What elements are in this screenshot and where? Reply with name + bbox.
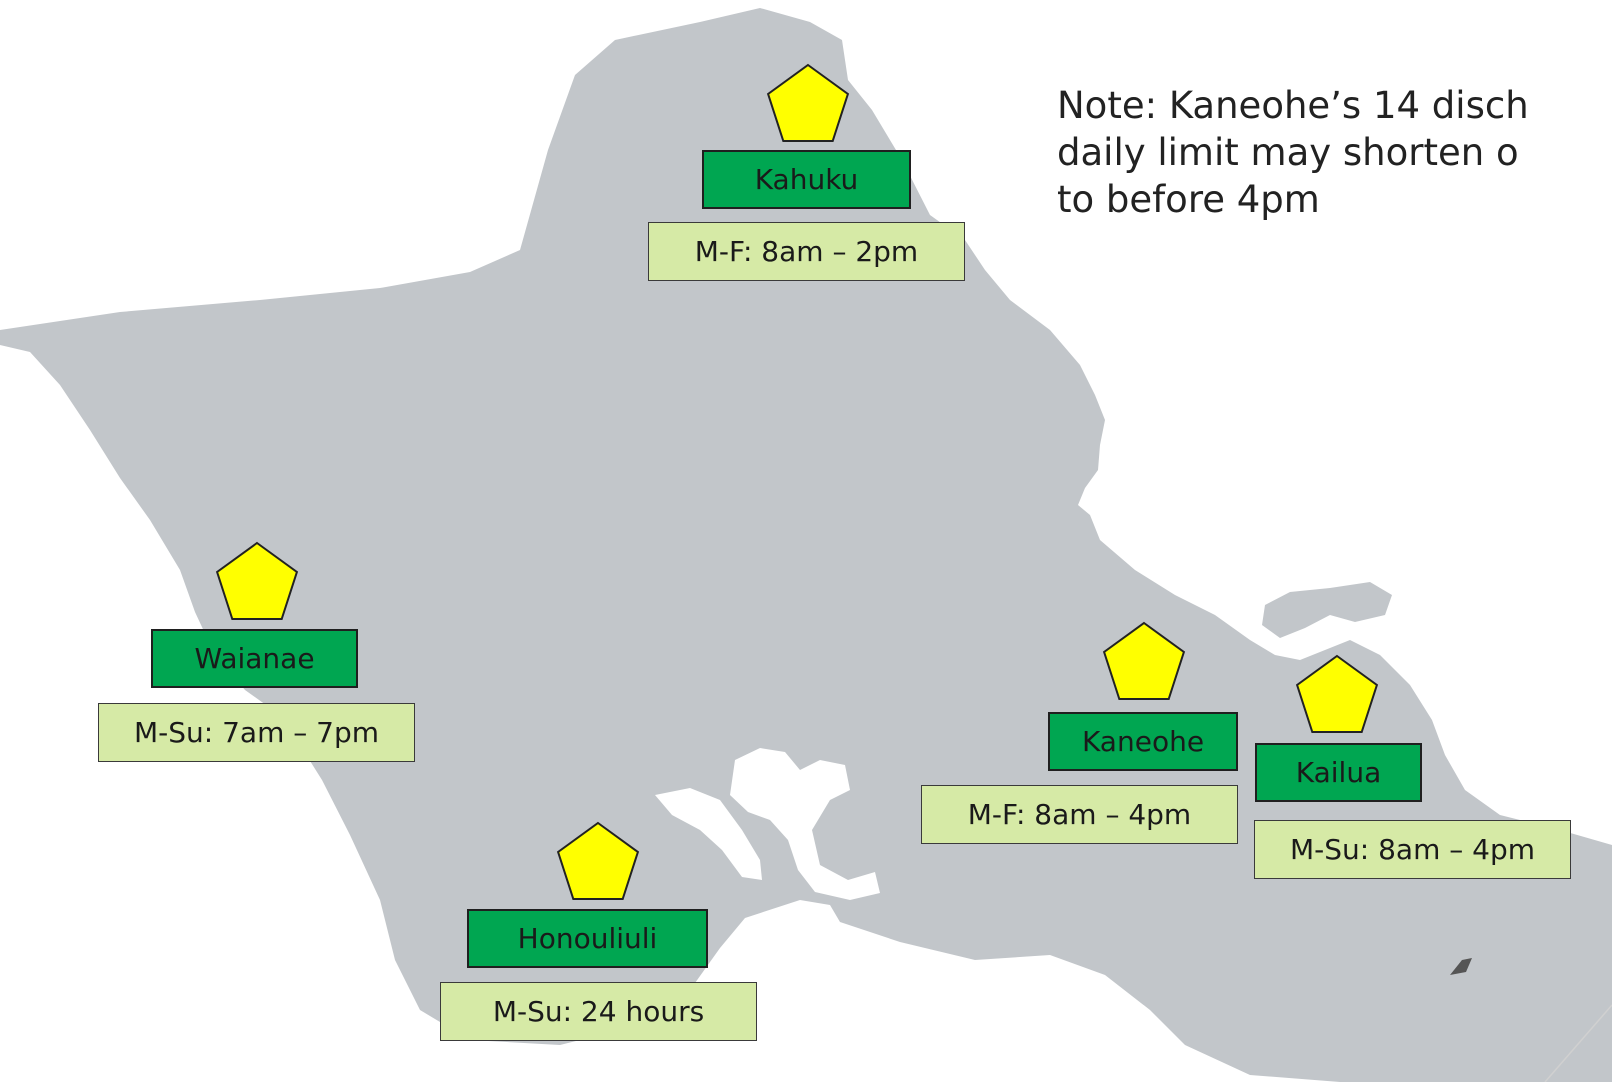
pearl-harbor-inlets xyxy=(655,748,880,900)
pentagon-marker-icon xyxy=(215,541,299,620)
site-label-kaneohe: Kaneohe xyxy=(1048,712,1238,771)
site-label-honouliuli: Honouliuli xyxy=(467,909,708,968)
mokapu-peninsula xyxy=(1262,582,1392,638)
hours-label-kaneohe: M-F: 8am – 4pm xyxy=(921,785,1238,844)
hours-label-kailua: M-Su: 8am – 4pm xyxy=(1254,820,1571,879)
hours-label-honouliuli: M-Su: 24 hours xyxy=(440,982,757,1041)
pentagon-marker-icon xyxy=(1295,654,1379,733)
site-label-kailua: Kailua xyxy=(1255,743,1422,802)
map-edge-line xyxy=(1544,1004,1612,1082)
note-text: Note: Kaneohe’s 14 disch daily limit may… xyxy=(1057,84,1529,221)
site-label-kahuku: Kahuku xyxy=(702,150,911,209)
hours-label-waianae: M-Su: 7am – 7pm xyxy=(98,703,415,762)
hours-label-kahuku: M-F: 8am – 2pm xyxy=(648,222,965,281)
coastal-islet xyxy=(1450,958,1472,975)
pentagon-marker-icon xyxy=(1102,621,1186,700)
pentagon-marker-icon xyxy=(766,63,850,142)
site-label-waianae: Waianae xyxy=(151,629,358,688)
pentagon-marker-icon xyxy=(556,821,640,900)
